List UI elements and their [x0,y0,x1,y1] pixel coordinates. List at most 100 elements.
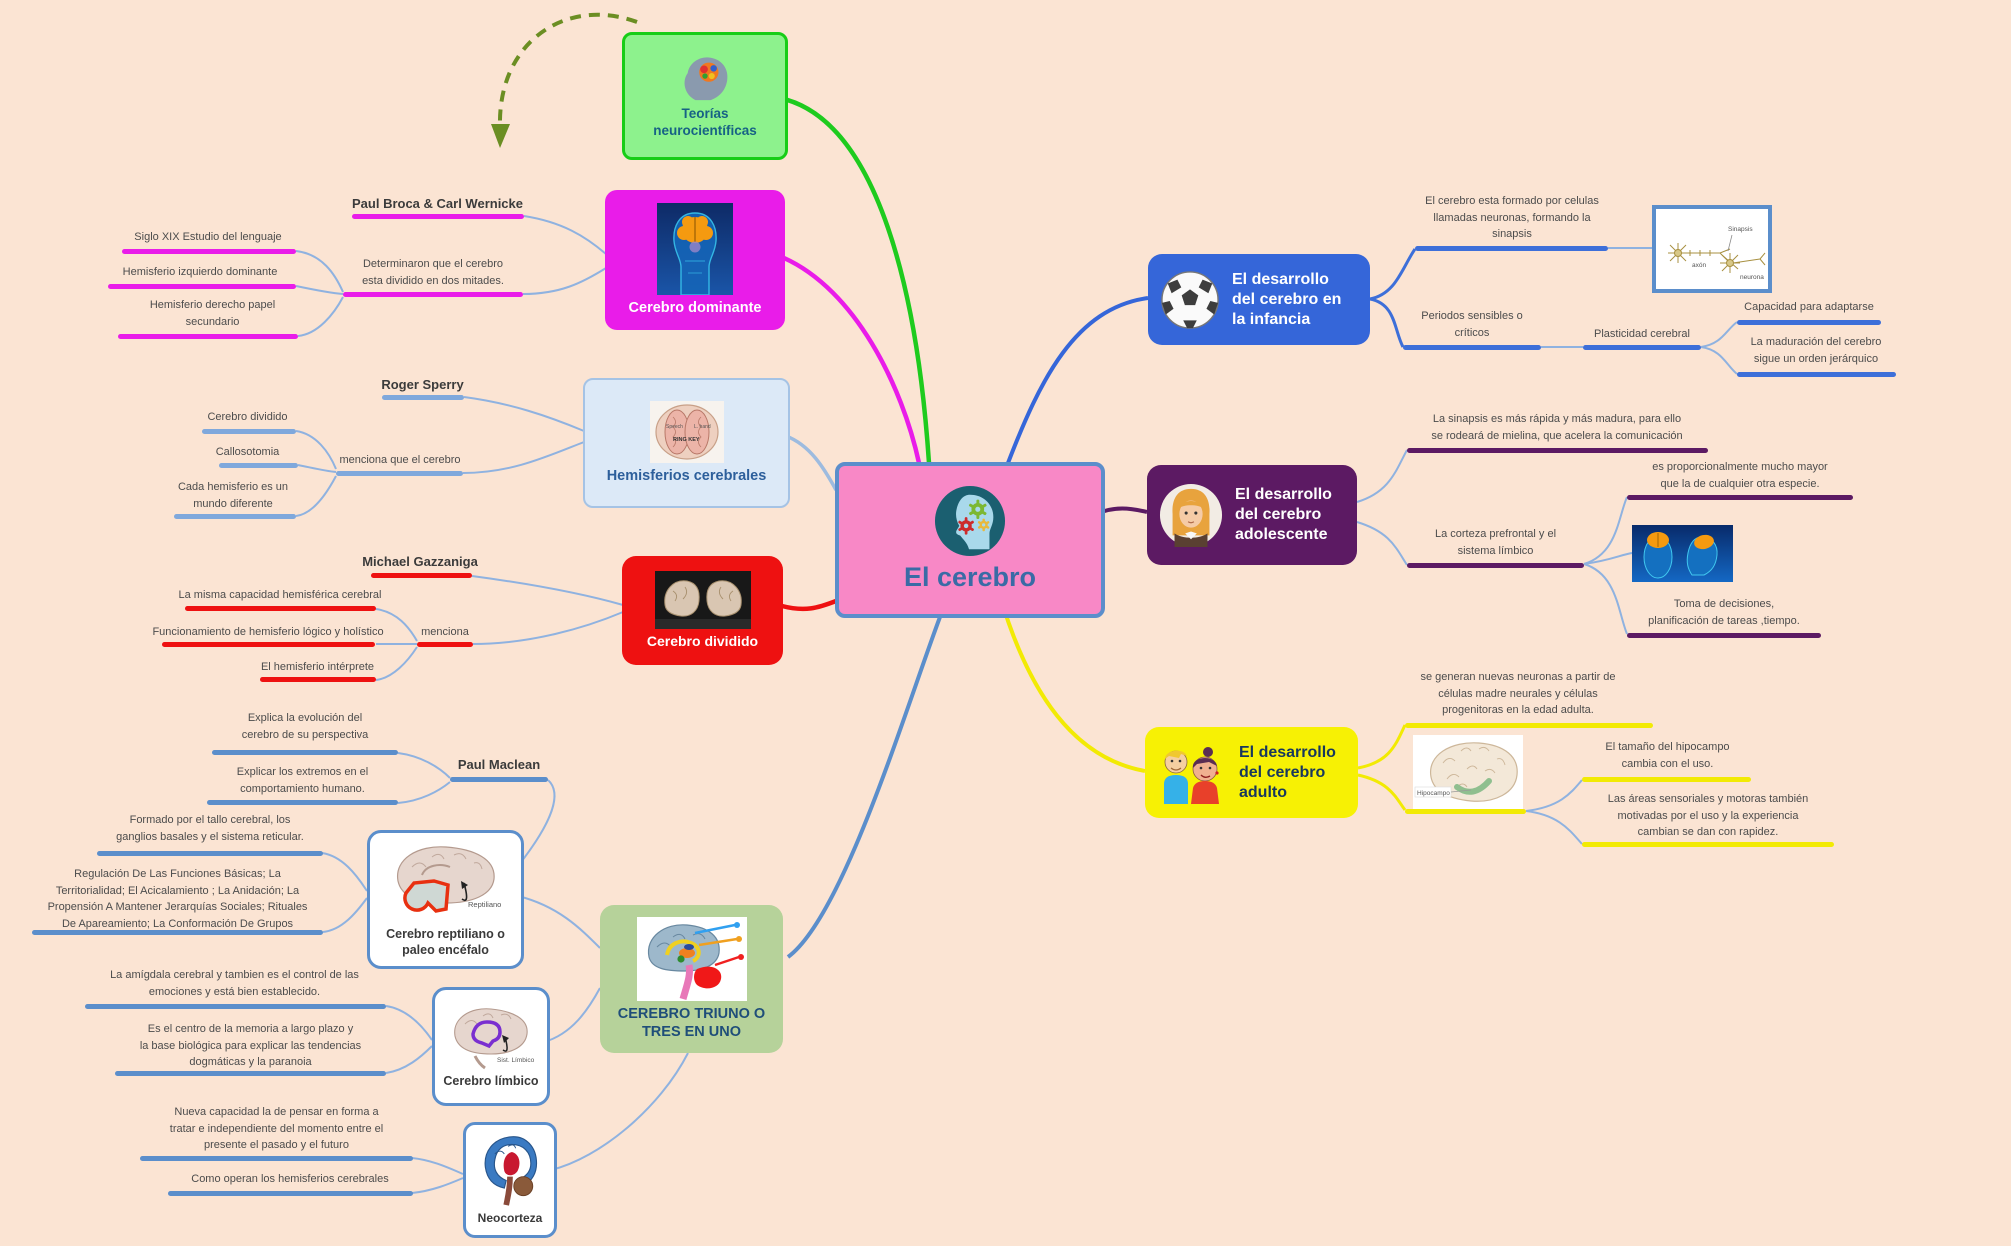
svg-text:Sist. Límbico: Sist. Límbico [497,1057,535,1064]
node-neocorteza[interactable]: Neocorteza [463,1122,557,1238]
dominante-leaf-1[interactable]: Siglo XIX Estudio del lenguaje [134,231,282,243]
neocortex-brain-image [481,1134,539,1207]
branch-underline [1627,495,1853,500]
hemisferios-leaf-1[interactable]: Cerebro dividido [207,411,288,423]
branch-underline [1583,345,1701,350]
hemisferios-leaf-3[interactable]: Cada hemisferio es un mundo diferente [177,481,289,510]
dominante-person[interactable]: Paul Broca & Carl Wernicke [352,196,523,211]
branch-underline [1405,723,1653,728]
branch-underline [122,249,296,254]
svg-text:RING KEY: RING KEY [673,437,700,443]
branch-underline [1405,809,1526,814]
branch-underline [417,642,473,647]
triuno-label: CEREBRO TRIUNO O TRES EN UNO [617,1005,766,1040]
red-gear-icon [958,517,974,535]
node-cerebro-dominante[interactable]: Cerebro dominante [605,190,785,330]
adulto-label: El desarrollo del cerebro adulto [1239,743,1336,801]
svg-text:L. hand: L. hand [694,424,711,430]
dividido-leaf-2[interactable]: Funcionamiento de hemisferio lógico y ho… [152,626,384,638]
adolescente-leaf-3[interactable]: La corteza prefrontal y el sistema límbi… [1434,528,1557,557]
limbico-label: Cerebro límbico [443,1073,539,1088]
neuron-image: Sinapsis axón neurona [1652,205,1772,293]
adulto-leaf-3[interactable]: Las áreas sensoriales y motoras también … [1607,793,1809,838]
dominante-label: Cerebro dominante [628,299,762,316]
adulto-leaf-2[interactable]: El tamaño del hipocampo cambia con el us… [1605,741,1730,770]
svg-text:Hipocampo: Hipocampo [1417,790,1450,797]
central-node[interactable]: El cerebro [835,462,1105,618]
node-adulto[interactable]: El desarrollo del cerebro adulto [1145,727,1358,818]
node-limbico[interactable]: Sist. Límbico Cerebro límbico [432,987,550,1106]
branch-underline [1582,777,1751,782]
head-colorful-brain-icon [684,57,728,101]
dominante-note[interactable]: Determinaron que el cerebro esta dividid… [362,258,504,287]
hemisferios-leaf-2[interactable]: Callosotomia [215,446,280,458]
branch-underline [212,750,398,755]
thin-connector-curves [295,215,1738,1194]
reptiliano-label: Cerebro reptiliano o paleo encéfalo [386,926,505,957]
adulto-leaf-1[interactable]: se generan nuevas neuronas a partir de c… [1420,671,1616,716]
branch-underline [32,930,323,935]
hipocampo-image: Hipocampo [1413,735,1523,812]
branch-underline [450,777,548,782]
infancia-leaf-3[interactable]: Plasticidad cerebral [1594,328,1690,340]
neocorteza-leaf-1[interactable]: Nueva capacidad la de pensar en forma a … [169,1106,384,1151]
branch-underline [1627,633,1821,638]
svg-text:neurona: neurona [1740,274,1764,281]
infancia-leaf-2[interactable]: Periodos sensibles o críticos [1421,310,1523,339]
triuno-leaf-2[interactable]: Explicar los extremos en el comportamien… [236,766,369,795]
teen-girl-avatar-icon [1159,483,1223,547]
branch-underline [97,851,323,856]
branch-underline [352,214,524,219]
triuno-person[interactable]: Paul Maclean [457,757,541,772]
infancia-leaf-5[interactable]: La maduración del cerebro sigue un orden… [1750,336,1882,365]
branch-underline [185,606,376,611]
neocorteza-leaf-2[interactable]: Como operan los hemisferios cerebrales [191,1173,389,1185]
adolescente-leaf-4[interactable]: Toma de decisiones, planificación de tar… [1648,598,1800,627]
branch-underline [343,292,523,297]
node-teorias[interactable]: Teorías neurocientíficas [622,32,788,160]
dividido-note[interactable]: menciona [421,626,469,638]
svg-text:Reptiliano: Reptiliano [468,900,501,909]
node-cerebro-triuno[interactable]: CEREBRO TRIUNO O TRES EN UNO [600,905,783,1053]
node-adolescente[interactable]: El desarrollo del cerebro adolescente [1147,465,1357,565]
branch-underline [118,334,298,339]
teorias-label: Teorías neurocientíficas [653,106,757,138]
adolescente-label: El desarrollo del cerebro adolescente [1235,486,1332,543]
branch-underline [1407,448,1708,453]
infancia-leaf-4[interactable]: Capacidad para adaptarse [1744,301,1874,313]
node-reptiliano[interactable]: Reptiliano Cerebro reptiliano o paleo en… [367,830,524,969]
reptiliano-leaf-2[interactable]: Regulación De Las Funciones Básicas; La … [47,868,308,930]
dominante-leaf-2[interactable]: Hemisferio izquierdo dominante [122,266,278,278]
dividido-leaf-3[interactable]: El hemisferio intérprete [260,661,375,673]
branch-underline [115,1071,386,1076]
node-infancia[interactable]: El desarrollo del cerebro en la infancia [1148,254,1370,345]
node-cerebro-dividido[interactable]: Cerebro dividido [622,556,783,665]
limbico-leaf-1[interactable]: La amígdala cerebral y tambien es el con… [110,969,359,998]
branch-underline [371,573,472,578]
dashed-arrow [491,12,638,148]
branch-underline [207,800,398,805]
limbico-leaf-2[interactable]: Es el centro de la memoria a largo plazo… [139,1023,362,1068]
branch-underline [108,284,296,289]
reptiliano-leaf-1[interactable]: Formado por el tallo cerebral, los gangl… [116,814,304,843]
hemisferios-person[interactable]: Roger Sperry [381,377,464,392]
node-hemisferios[interactable]: Speech L. hand RING KEY Hemisferios cere… [583,378,790,508]
svg-text:axón: axón [1692,262,1706,269]
triuno-leaf-1[interactable]: Explica la evolución del cerebro de su p… [241,712,369,741]
infancia-leaf-1[interactable]: El cerebro esta formado por celulas llam… [1425,195,1599,240]
branch-underline [85,1004,386,1009]
blue-head-orange-brain-image [657,202,733,295]
branch-underline [162,642,375,647]
infancia-label: El desarrollo del cerebro en la infancia [1232,270,1342,328]
branch-underline [1407,563,1584,568]
central-title: El cerebro [903,562,1037,593]
dominante-leaf-3[interactable]: Hemisferio derecho papel secundario [149,299,276,328]
adolescente-leaf-2[interactable]: es proporcionalmente mucho mayor que la … [1652,461,1828,490]
neocorteza-label: Neocorteza [477,1210,543,1225]
dividido-leaf-1[interactable]: La misma capacidad hemisférica cerebral [178,589,382,601]
dividido-person[interactable]: Michael Gazzaniga [362,554,478,569]
main-branch-curves [779,95,1149,959]
hemisferios-note[interactable]: menciona que el cerebro [339,454,461,466]
adolescente-leaf-1[interactable]: La sinapsis es más rápida y más madura, … [1431,413,1683,442]
